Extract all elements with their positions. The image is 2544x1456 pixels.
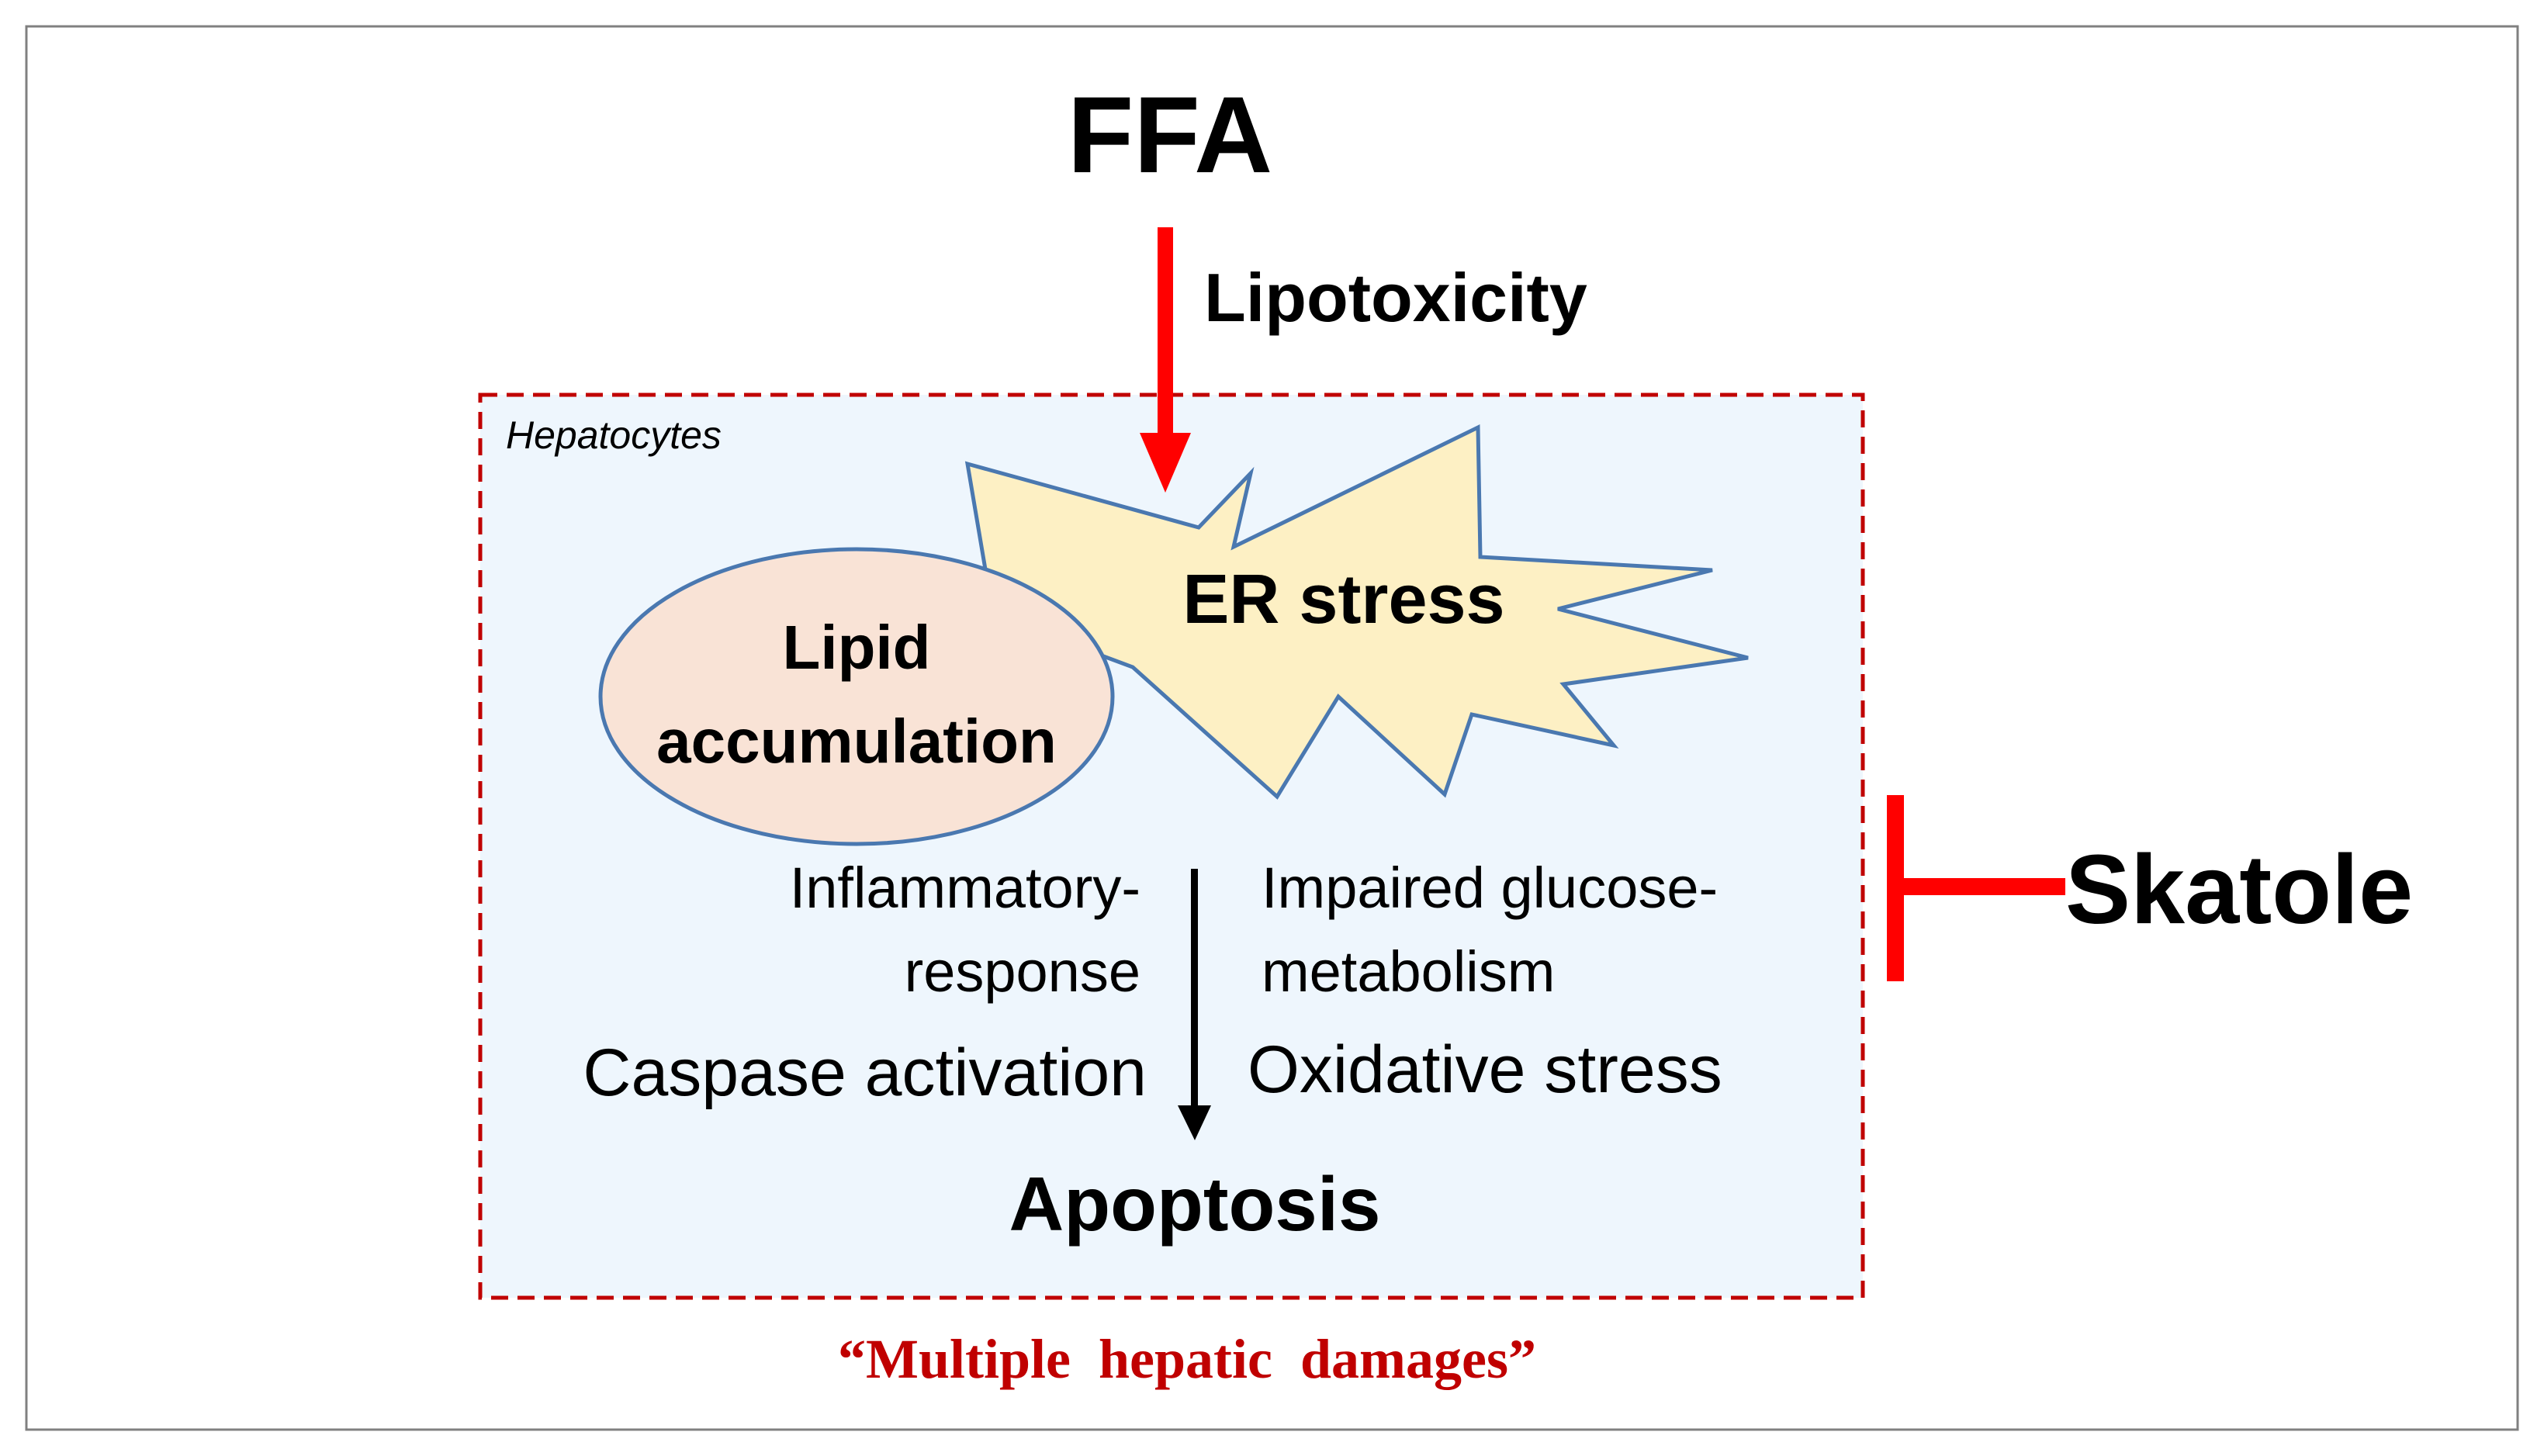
skatole-label: Skatole: [2065, 835, 2413, 944]
caption: “Multiple hepatic damages”: [838, 1328, 1536, 1390]
er-stress-label: ER stress: [1182, 561, 1504, 638]
lipid-label-line1: Lipid: [782, 613, 930, 682]
impaired-glucose-line2: metabolism: [1262, 939, 1555, 1004]
er-stress-burst: [964, 424, 1749, 800]
lipid-accumulation-ellipse: [598, 547, 1115, 846]
lipotoxicity-arrow: [1140, 227, 1191, 493]
apoptosis-arrow: [1178, 869, 1211, 1140]
impaired-glucose-line1: Impaired glucose-: [1262, 856, 1718, 920]
oxidative-stress: Oxidative stress: [1248, 1032, 1722, 1107]
ffa-label: FFA: [1068, 74, 1272, 195]
skatole-inhibition-bar: [1887, 795, 2065, 981]
inflammatory-line2: response: [905, 939, 1140, 1004]
lipid-label-line2: accumulation: [656, 707, 1057, 776]
lipotoxicity-label: Lipotoxicity: [1204, 259, 1587, 336]
hepatocytes-label: Hepatocytes: [506, 413, 722, 457]
apoptosis-label: Apoptosis: [1009, 1161, 1380, 1247]
caspase-activation: Caspase activation: [583, 1036, 1147, 1110]
inflammatory-line1: Inflammatory-: [790, 856, 1140, 920]
